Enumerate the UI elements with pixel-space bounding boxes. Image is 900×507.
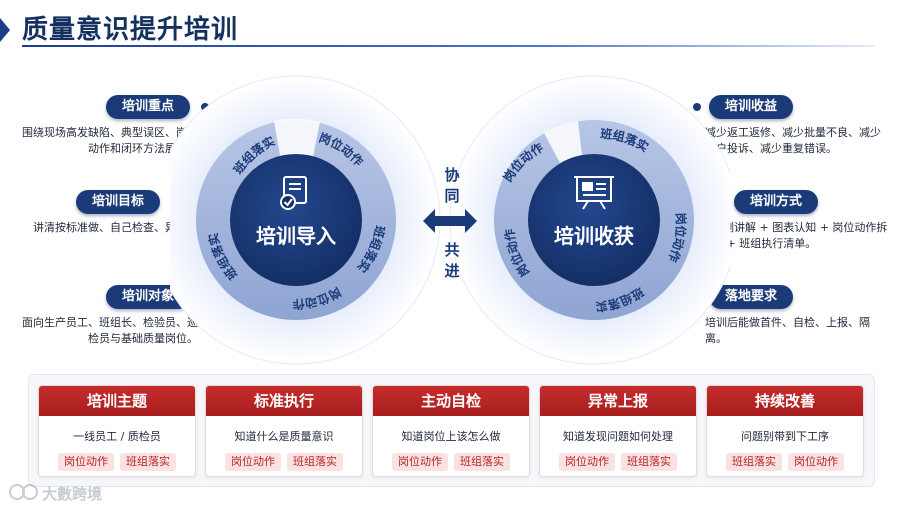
right-block-method: 培训方式 案例讲解 + 图表认知 + 岗位动作拆解 + 班组执行清单。 <box>712 190 892 252</box>
benefit-pill: 培训收益 <box>709 95 794 119</box>
stage-cards-panel: 培训主题 一线员工 / 质检员 岗位动作 班组落实 标准执行 知道什么是质量意识… <box>28 374 875 487</box>
stage-tag: 班组落实 <box>287 453 343 471</box>
stage-card-title: 培训主题 <box>39 386 195 416</box>
document-check-icon <box>280 176 307 210</box>
stage-card-subtitle: 问题别带到下工序 <box>741 430 829 443</box>
collab-bottom-label: 共进 <box>437 240 467 282</box>
stage-tag: 班组落实 <box>454 453 510 471</box>
stage-tag: 岗位动作 <box>788 453 844 471</box>
method-desc: 案例讲解 + 图表认知 + 岗位动作拆解 + 班组执行清单。 <box>712 221 888 250</box>
stage-tag: 岗位动作 <box>58 453 114 471</box>
method-pill: 培训方式 <box>734 190 819 214</box>
page-title: 质量意识提升培训 <box>22 15 239 45</box>
stage-card: 主动自检 知道岗位上该怎么做 岗位动作 班组落实 <box>372 385 530 477</box>
stage-card-title: 主动自检 <box>373 386 529 416</box>
stage-card-subtitle: 知道岗位上该怎么做 <box>401 430 501 443</box>
presentation-board-icon <box>574 176 614 210</box>
watermark-logo-icon <box>9 484 38 500</box>
connector-dot <box>201 103 209 111</box>
stage-tag: 班组落实 <box>120 453 176 471</box>
stage-card: 标准执行 知道什么是质量意识 岗位动作 班组落实 <box>205 385 363 477</box>
right-circle: 岗位动作 班组落实 岗位动作 班组落实 岗位动作 培训收获 <box>449 75 730 365</box>
requirement-pill: 落地要求 <box>709 285 794 309</box>
right-circle-title: 培训收获 <box>554 224 634 248</box>
stage-card-title: 持续改善 <box>707 386 863 416</box>
stage-card-subtitle: 知道发现问题如何处理 <box>563 430 673 443</box>
collab-bottom-text: 共进 <box>444 241 460 280</box>
stage-tag: 班组落实 <box>726 453 782 471</box>
collab-top-label: 协同 <box>437 165 467 207</box>
stage-tag: 班组落实 <box>621 453 677 471</box>
right-block-benefit: 培训收益 减少返工返修、减少批量不良、减少客户投诉、减少重复错误。 <box>705 95 885 157</box>
left-block-goal: 培训目标 讲清按标准做、自己检查、异常快报。 <box>18 190 198 252</box>
left-circle-title: 培训导入 <box>256 224 336 248</box>
stage-card: 持续改善 问题别带到下工序 班组落实 岗位动作 <box>706 385 864 477</box>
benefit-desc: 减少返工返修、减少批量不良、减少客户投诉、减少重复错误。 <box>705 126 881 155</box>
left-circle: 班组落实 岗位动作 班组落实 岗位动作 班组落实 培训导入 <box>170 75 441 365</box>
stage-tag: 岗位动作 <box>225 453 281 471</box>
title-underline <box>22 45 874 47</box>
stage-card: 异常上报 知道发现问题如何处理 岗位动作 班组落实 <box>539 385 697 477</box>
goal-pill: 培训目标 <box>75 190 160 214</box>
connector-dot <box>693 103 701 111</box>
focus-pill: 培训重点 <box>105 95 190 119</box>
stage-card-title: 标准执行 <box>206 386 362 416</box>
left-block-focus: 培训重点 围绕现场高发缺陷、典型误区、岗位动作和闭环方法展开。 <box>18 95 198 157</box>
collab-top-text: 协同 <box>444 166 460 205</box>
watermark-text: 大數跨境 <box>42 485 103 503</box>
title-chevron-icon <box>0 18 10 42</box>
right-block-requirement: 落地要求 培训后能做首件、自检、上报、隔离。 <box>705 285 885 347</box>
page-header: 质量意识提升培训 <box>0 0 900 52</box>
requirement-desc: 培训后能做首件、自检、上报、隔离。 <box>705 316 870 345</box>
audience-desc: 面向生产员工、班组长、检验员、巡检员与基础质量岗位。 <box>22 316 198 345</box>
stage-card-subtitle: 一线员工 / 质检员 <box>73 430 161 443</box>
stage-card-subtitle: 知道什么是质量意识 <box>234 430 334 443</box>
stage-tag: 岗位动作 <box>392 453 448 471</box>
double-arrow-icon <box>423 209 477 233</box>
collaboration-diagram: 班组落实 岗位动作 班组落实 岗位动作 班组落实 培训导入 <box>170 75 730 365</box>
stage-card: 培训主题 一线员工 / 质检员 岗位动作 班组落实 <box>38 385 196 477</box>
stage-tag: 岗位动作 <box>559 453 615 471</box>
stage-card-title: 异常上报 <box>540 386 696 416</box>
